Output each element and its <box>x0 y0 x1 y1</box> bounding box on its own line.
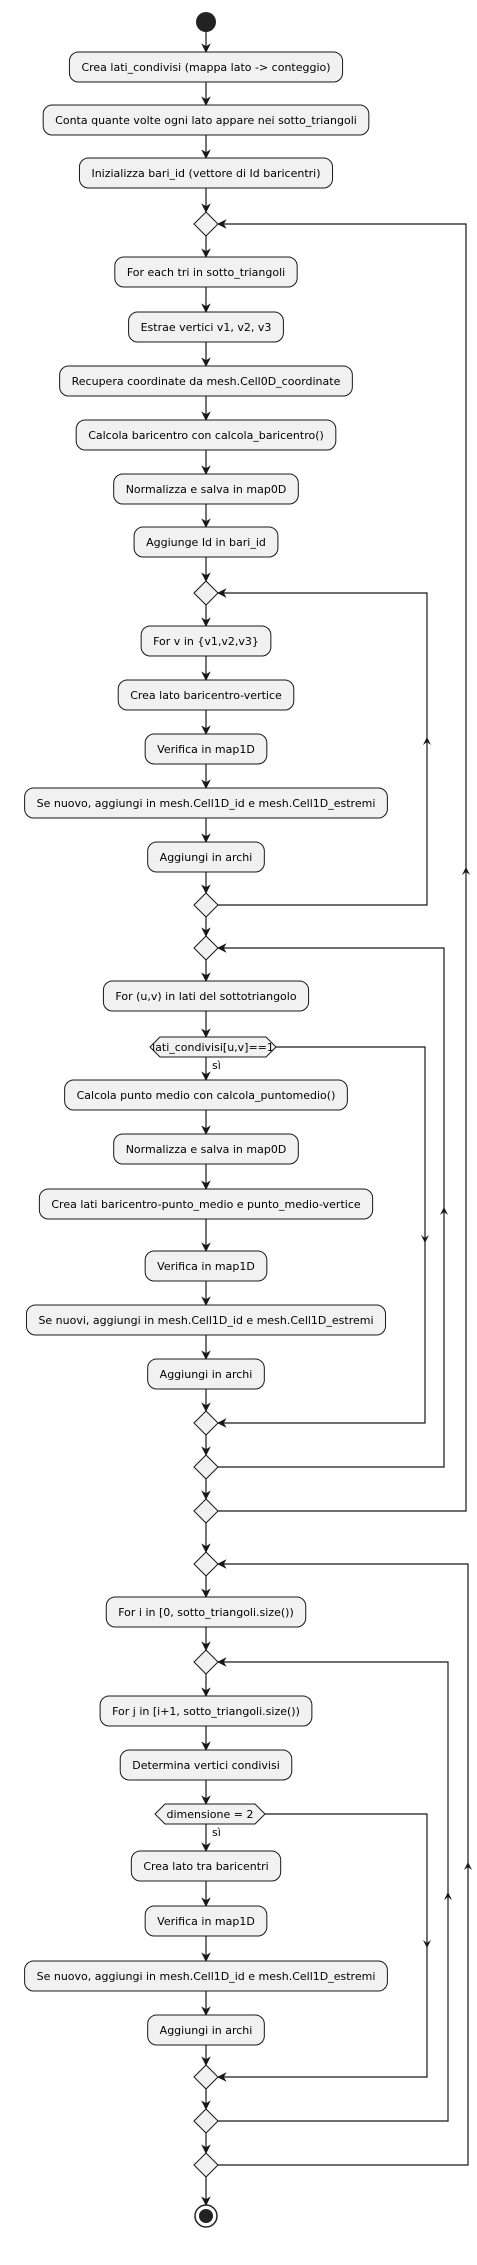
action-node <box>130 1850 282 1882</box>
action-label: For (u,v) in lati del sottotriangolo <box>115 990 296 1003</box>
action-label: Crea lati_condivisi (mappa lato -> conte… <box>81 61 330 74</box>
loop-diamond-j <box>193 1649 219 1675</box>
action-node <box>144 733 268 765</box>
merge-diamonds <box>193 211 219 2178</box>
action-node <box>113 473 299 505</box>
action-label: Crea lato baricentro-vertice <box>130 689 282 702</box>
action-label: Crea lato tra baricentri <box>143 1860 268 1873</box>
loop-diamond-outer <box>193 211 219 237</box>
action-nodes: Crea lati_condivisi (mappa lato -> conte… <box>24 51 388 2046</box>
action-label: Verifica in map1D <box>157 743 255 756</box>
decision-hexagon <box>154 1803 266 1825</box>
loop-diamond-uv-end <box>193 1454 219 1480</box>
end-node <box>194 2204 218 2228</box>
decision-label: dimensione = 2 <box>167 1808 254 1821</box>
action-node <box>42 104 370 136</box>
action-label: Se nuovo, aggiungi in mesh.Cell1D_id e m… <box>37 797 376 810</box>
flow-edges <box>201 32 472 2206</box>
action-node <box>147 1358 265 1390</box>
flow-edge <box>217 1657 449 2122</box>
flow-edge <box>217 1046 426 1428</box>
action-label: Determina vertici condivisi <box>132 1759 280 1772</box>
action-label: Aggiunge Id in bari_id <box>146 536 266 549</box>
action-node <box>140 625 272 657</box>
action-node <box>114 256 298 288</box>
action-node <box>113 1133 299 1165</box>
action-label: Crea lati baricentro-punto_medio e punto… <box>51 1198 361 1211</box>
decision-hexagon <box>149 1036 277 1058</box>
action-label: Verifica in map1D <box>157 1260 255 1273</box>
loop-diamond-i-end <box>193 2152 219 2178</box>
loop-diamond-uv <box>193 935 219 961</box>
loop-arrow-up <box>423 737 431 745</box>
loop-arrow-down <box>421 1235 429 1243</box>
action-label: Normalizza e salva in map0D <box>126 483 287 496</box>
merge-diamond-cond1 <box>193 1410 219 1436</box>
action-node <box>102 980 310 1012</box>
decision-lati-condivisi: lati_condivisi[u,v]==1 sì <box>149 1036 277 1072</box>
action-label: For j in [i+1, sotto_triangoli.size()) <box>112 1705 300 1718</box>
action-node <box>75 419 337 451</box>
action-label: Verifica in map1D <box>157 1915 255 1928</box>
action-node <box>105 1596 307 1628</box>
action-node <box>147 2014 265 2046</box>
action-label: For each tri in sotto_triangoli <box>127 266 285 279</box>
loop-arrow-up <box>464 1862 472 1870</box>
action-node <box>147 841 265 873</box>
action-label: Conta quante volte ogni lato appare nei … <box>55 114 357 127</box>
action-label: Aggiungi in archi <box>160 851 253 864</box>
action-label: Se nuovi, aggiungi in mesh.Cell1D_id e m… <box>38 1314 373 1327</box>
action-label: Normalizza e salva in map0D <box>126 1143 287 1156</box>
action-node <box>38 1188 374 1220</box>
action-label: Calcola punto medio con calcola_puntomed… <box>77 1089 336 1102</box>
flow-edge <box>217 588 428 906</box>
decision-dimensione: dimensione = 2 sì <box>154 1803 266 1839</box>
loop-diamond-outer-end <box>193 1498 219 1524</box>
decision-yes-label: sì <box>212 1826 221 1839</box>
action-node <box>24 787 388 819</box>
loop-diamond-j-end <box>193 2108 219 2134</box>
merge-diamond-cond2 <box>193 2064 219 2090</box>
action-node <box>78 157 334 189</box>
action-node <box>25 1304 387 1336</box>
action-label: Recupera coordinate da mesh.Cell0D_coord… <box>72 375 341 388</box>
loop-diamond-i <box>193 1551 219 1577</box>
decision-label: lati_condivisi[u,v]==1 <box>152 1041 274 1054</box>
loop-arrow-down <box>423 1940 431 1948</box>
action-node <box>68 51 344 83</box>
action-node <box>133 526 279 558</box>
loop-arrow-up <box>444 1892 452 1900</box>
start-node <box>196 12 216 32</box>
decision-yes-label: sì <box>212 1059 221 1072</box>
action-label: Estrae vertici v1, v2, v3 <box>141 321 272 334</box>
action-label: Se nuovo, aggiungi in mesh.Cell1D_id e m… <box>37 1970 376 1983</box>
action-node <box>64 1079 348 1111</box>
action-label: Calcola baricentro con calcola_baricentr… <box>88 429 324 442</box>
action-node <box>99 1695 313 1727</box>
action-label: Aggiungi in archi <box>160 2024 253 2037</box>
action-node <box>59 365 353 397</box>
loop-diamond-v <box>193 580 219 606</box>
action-label: For v in {v1,v2,v3} <box>153 635 259 648</box>
action-node <box>24 1960 388 1992</box>
action-label: Inizializza bari_id (vettore di Id baric… <box>91 167 320 180</box>
action-label: Aggiungi in archi <box>160 1368 253 1381</box>
loop-arrow-up <box>440 1207 448 1215</box>
action-node <box>119 1749 293 1781</box>
action-node <box>117 679 295 711</box>
action-label: For i in [0, sotto_triangoli.size()) <box>118 1606 294 1619</box>
action-node <box>144 1905 268 1937</box>
action-node <box>128 311 284 343</box>
action-node <box>144 1250 268 1282</box>
loop-arrow-up <box>462 867 470 875</box>
loop-diamond-v-end <box>193 892 219 918</box>
